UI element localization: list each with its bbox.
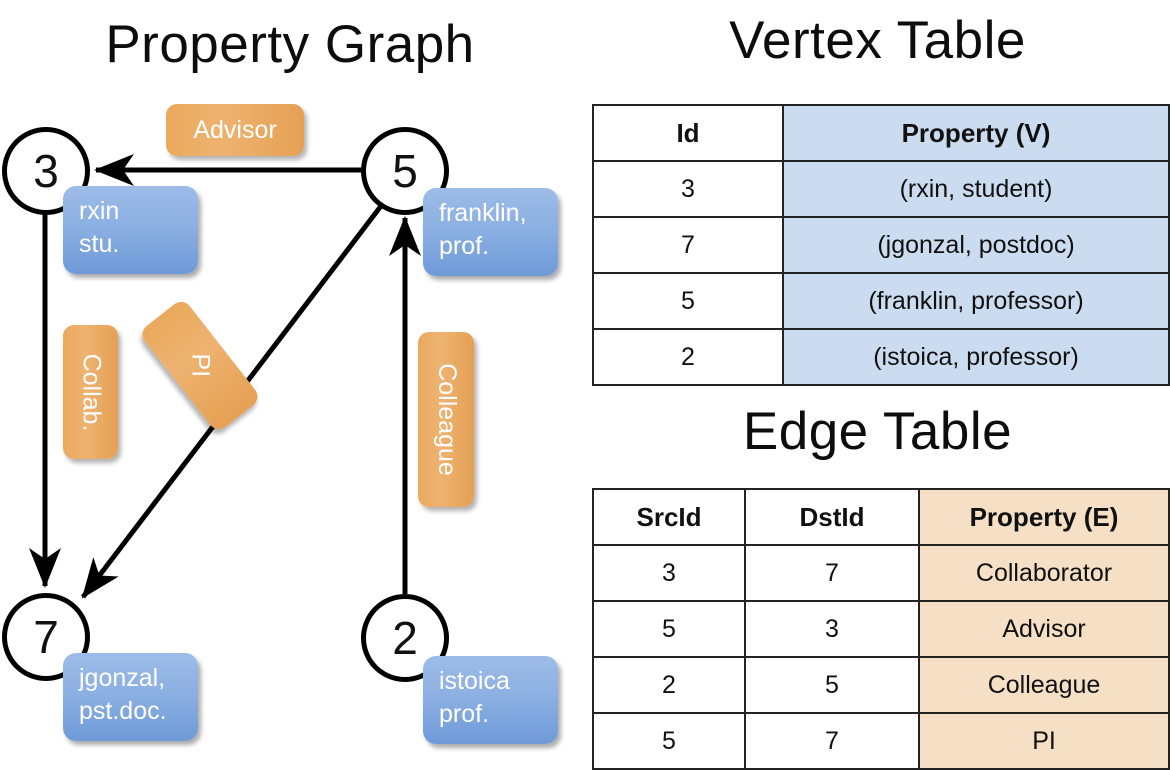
vertex-cell-id: 5 xyxy=(592,272,784,330)
edge-label-collab[interactable]: Collab. xyxy=(63,325,118,459)
vertex-property-box-2-line2: prof. xyxy=(439,700,490,728)
table-row[interactable]: 3 7 Collaborator xyxy=(592,544,1170,602)
edge-label-colleague-text: Colleague xyxy=(432,363,461,476)
table-row[interactable]: 7 (jgonzal, postdoc) xyxy=(592,216,1170,274)
edge-label-pi-text: PI xyxy=(186,353,215,378)
edge-table: SrcId DstId Property (E) 3 7 Collaborato… xyxy=(592,488,1170,770)
edge-cell-property: Advisor xyxy=(918,600,1170,658)
vertex-cell-id: 3 xyxy=(592,160,784,218)
vertex-property-box-7-line2: pst.doc. xyxy=(79,697,167,725)
table-row[interactable]: 5 3 Advisor xyxy=(592,600,1170,658)
edge-table-col-srcid: SrcId xyxy=(592,488,746,546)
vertex-property-box-5-line1: franklin, xyxy=(439,199,527,227)
edge-table-col-dstid: DstId xyxy=(744,488,920,546)
vertex-table-header-row: Id Property (V) xyxy=(592,104,1170,162)
edge-table-col-property: Property (E) xyxy=(918,488,1170,546)
edge-cell-srcid: 5 xyxy=(592,600,746,658)
vertex-cell-property: (franklin, professor) xyxy=(782,272,1170,330)
vertex-table-col-id: Id xyxy=(592,104,784,162)
vertex-cell-property: (istoica, professor) xyxy=(782,328,1170,386)
graph-node-2[interactable]: 2 xyxy=(361,594,449,682)
vertex-property-box-7[interactable]: jgonzal, pst.doc. xyxy=(63,653,198,741)
edge-cell-property: PI xyxy=(918,712,1170,770)
page-title-vertex-table: Vertex Table xyxy=(729,11,1026,70)
vertex-table-col-property: Property (V) xyxy=(782,104,1170,162)
vertex-property-box-2[interactable]: istoica prof. xyxy=(423,656,558,744)
edge-cell-srcid: 5 xyxy=(592,712,746,770)
graph-node-7-label: 7 xyxy=(33,611,59,663)
page-title-property-graph: Property Graph xyxy=(105,15,475,74)
vertex-property-box-5-line2: prof. xyxy=(439,232,490,260)
vertex-property-box-7-line1: jgonzal, xyxy=(79,664,166,692)
vertex-cell-property: (rxin, student) xyxy=(782,160,1170,218)
edge-cell-dstid: 5 xyxy=(744,656,920,714)
edge-cell-property: Collaborator xyxy=(918,544,1170,602)
vertex-table: Id Property (V) 3 (rxin, student) 7 (jgo… xyxy=(592,104,1170,386)
graph-node-5[interactable]: 5 xyxy=(361,127,449,215)
table-row[interactable]: 3 (rxin, student) xyxy=(592,160,1170,218)
vertex-cell-id: 7 xyxy=(592,216,784,274)
edge-cell-property: Colleague xyxy=(918,656,1170,714)
vertex-property-box-3[interactable]: rxin stu. xyxy=(63,186,198,274)
edge-cell-dstid: 3 xyxy=(744,600,920,658)
edge-cell-srcid: 3 xyxy=(592,544,746,602)
table-row[interactable]: 2 (istoica, professor) xyxy=(592,328,1170,386)
vertex-property-box-5[interactable]: franklin, prof. xyxy=(423,188,558,276)
edge-cell-srcid: 2 xyxy=(592,656,746,714)
edge-label-colleague[interactable]: Colleague xyxy=(418,332,474,507)
table-row[interactable]: 5 7 PI xyxy=(592,712,1170,770)
edge-label-advisor[interactable]: Advisor xyxy=(166,104,304,156)
table-row[interactable]: 2 5 Colleague xyxy=(592,656,1170,714)
edge-label-collab-text: Collab. xyxy=(77,353,106,431)
vertex-property-box-3-line1: rxin xyxy=(79,197,120,225)
edge-table-header-row: SrcId DstId Property (E) xyxy=(592,488,1170,546)
graph-node-3-label: 3 xyxy=(33,145,59,197)
graph-node-2-label: 2 xyxy=(392,612,418,664)
graph-node-5-label: 5 xyxy=(392,145,418,197)
vertex-property-box-2-line1: istoica xyxy=(439,667,510,695)
vertex-cell-id: 2 xyxy=(592,328,784,386)
edge-label-advisor-text: Advisor xyxy=(193,115,277,144)
page-title-edge-table: Edge Table xyxy=(742,402,1013,461)
edge-cell-dstid: 7 xyxy=(744,712,920,770)
edge-cell-dstid: 7 xyxy=(744,544,920,602)
vertex-property-box-3-line2: stu. xyxy=(79,230,120,258)
vertex-cell-property: (jgonzal, postdoc) xyxy=(782,216,1170,274)
table-row[interactable]: 5 (franklin, professor) xyxy=(592,272,1170,330)
